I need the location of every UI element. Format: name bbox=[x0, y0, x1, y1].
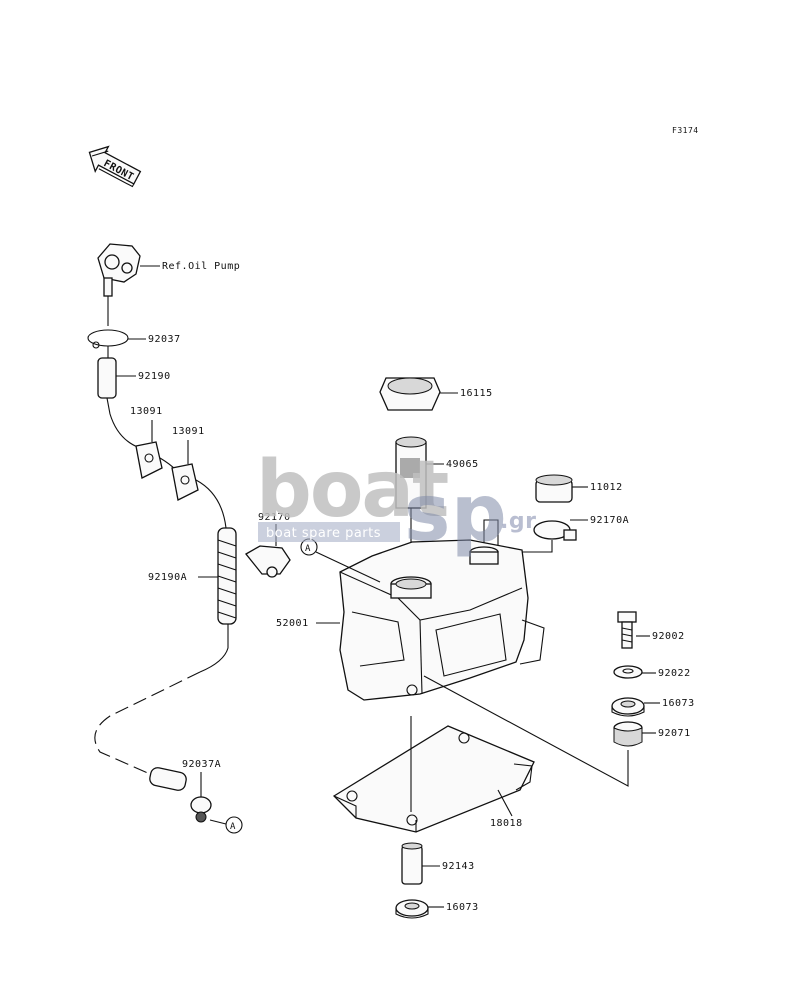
callout-16073-b: 16073 bbox=[446, 902, 479, 913]
watermark-logo: boat sp .gr boat spare parts bbox=[256, 445, 536, 559]
callout-ref-oil-pump: Ref.Oil Pump bbox=[162, 261, 240, 272]
tube-92190 bbox=[97, 357, 117, 399]
cap-11012 bbox=[535, 474, 573, 503]
watermark-tagline-bar bbox=[258, 522, 400, 542]
callout-92170A: 92170A bbox=[590, 515, 629, 526]
callout-92002: 92002 bbox=[652, 631, 685, 642]
cap-16115 bbox=[379, 377, 441, 411]
figure-code: F3174 bbox=[672, 126, 699, 135]
callout-92170: 92170 bbox=[258, 512, 291, 523]
front-arrow-icon: FRONT bbox=[88, 145, 142, 188]
callout-16073-a: 16073 bbox=[662, 698, 695, 709]
oil-pump-ref bbox=[97, 243, 141, 297]
svg-text:A: A bbox=[305, 544, 311, 554]
svg-text:A: A bbox=[230, 822, 236, 832]
callout-13091-a: 13091 bbox=[130, 406, 163, 417]
ref-marker-a-2: A bbox=[225, 816, 243, 834]
hose-92190A bbox=[217, 527, 237, 625]
collar-92143 bbox=[401, 842, 423, 885]
bracket-18018 bbox=[332, 725, 535, 833]
clamp-13091-a bbox=[135, 441, 163, 479]
callout-92190: 92190 bbox=[138, 371, 171, 382]
callout-92143: 92143 bbox=[442, 861, 475, 872]
watermark-brand-accent: sp bbox=[404, 469, 507, 559]
damper-92071 bbox=[613, 721, 643, 747]
clamp-13091-b bbox=[171, 463, 199, 501]
fitting-end bbox=[149, 767, 187, 791]
clip-92037 bbox=[87, 329, 129, 349]
clip-92037A bbox=[190, 796, 212, 823]
callout-49065: 49065 bbox=[446, 459, 479, 470]
oil-tank-52001 bbox=[339, 539, 545, 701]
callout-18018: 18018 bbox=[490, 818, 523, 829]
callout-92071: 92071 bbox=[658, 728, 691, 739]
callout-92190A: 92190A bbox=[148, 572, 187, 583]
watermark-brand-main: boat bbox=[256, 445, 448, 535]
callout-52001: 52001 bbox=[276, 618, 309, 629]
washer-92022 bbox=[613, 665, 643, 679]
grommet-16073-b bbox=[395, 899, 429, 919]
callout-92022: 92022 bbox=[658, 668, 691, 679]
clamp-92170A bbox=[533, 520, 577, 541]
callout-92037A: 92037A bbox=[182, 759, 221, 770]
callout-13091-b: 13091 bbox=[172, 426, 205, 437]
callout-16115: 16115 bbox=[460, 388, 493, 399]
callout-11012: 11012 bbox=[590, 482, 623, 493]
bolt-92002 bbox=[617, 611, 637, 649]
strainer-49065 bbox=[395, 436, 427, 509]
callout-92037: 92037 bbox=[148, 334, 181, 345]
watermark-tagline: boat spare parts bbox=[266, 526, 381, 541]
clip-92170 bbox=[245, 545, 291, 578]
watermark-domain: .gr bbox=[500, 509, 536, 534]
grommet-16073-a bbox=[611, 697, 645, 717]
